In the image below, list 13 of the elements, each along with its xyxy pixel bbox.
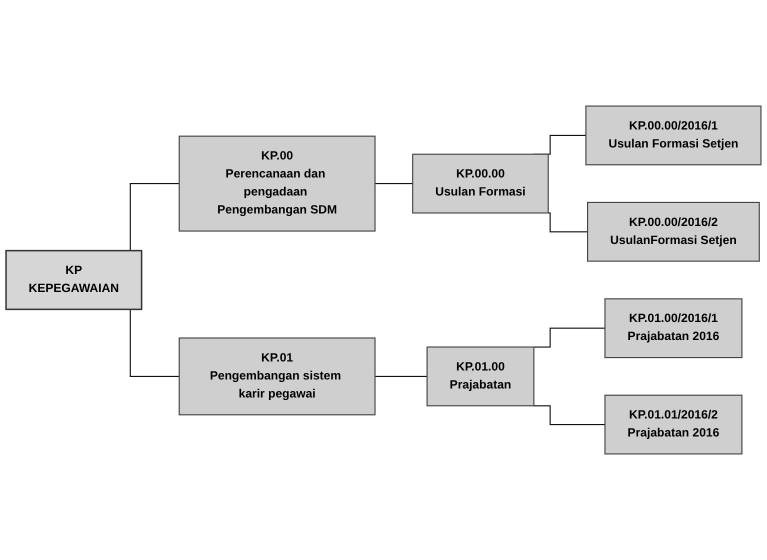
node-box: KP.00.00/2016/2 UsulanFormasi Setjen [587, 202, 760, 262]
connector [375, 376, 428, 377]
connector [533, 328, 605, 348]
node-box: KP.01.00 Prajabatan [426, 346, 534, 406]
node-box: KP.00 Perencanaan dan pengadaan Pengembangan SDM [178, 136, 376, 232]
node-box: KP.00.00/2016/1 Usulan Formasi Setjen [585, 105, 762, 166]
connector [533, 405, 605, 426]
node-box: KP KEPEGAWAIAN [5, 250, 142, 310]
node-box: KP.00.00 Usulan Formasi [412, 154, 549, 214]
node-box: KP.01 Pengembangan sistem karir pegawai [178, 337, 376, 416]
node-box: KP.01.01/2016/2 Prajabatan 2016 [604, 394, 742, 455]
node-box: KP.01.00/2016/1 Prajabatan 2016 [604, 298, 742, 358]
connector [375, 183, 413, 184]
